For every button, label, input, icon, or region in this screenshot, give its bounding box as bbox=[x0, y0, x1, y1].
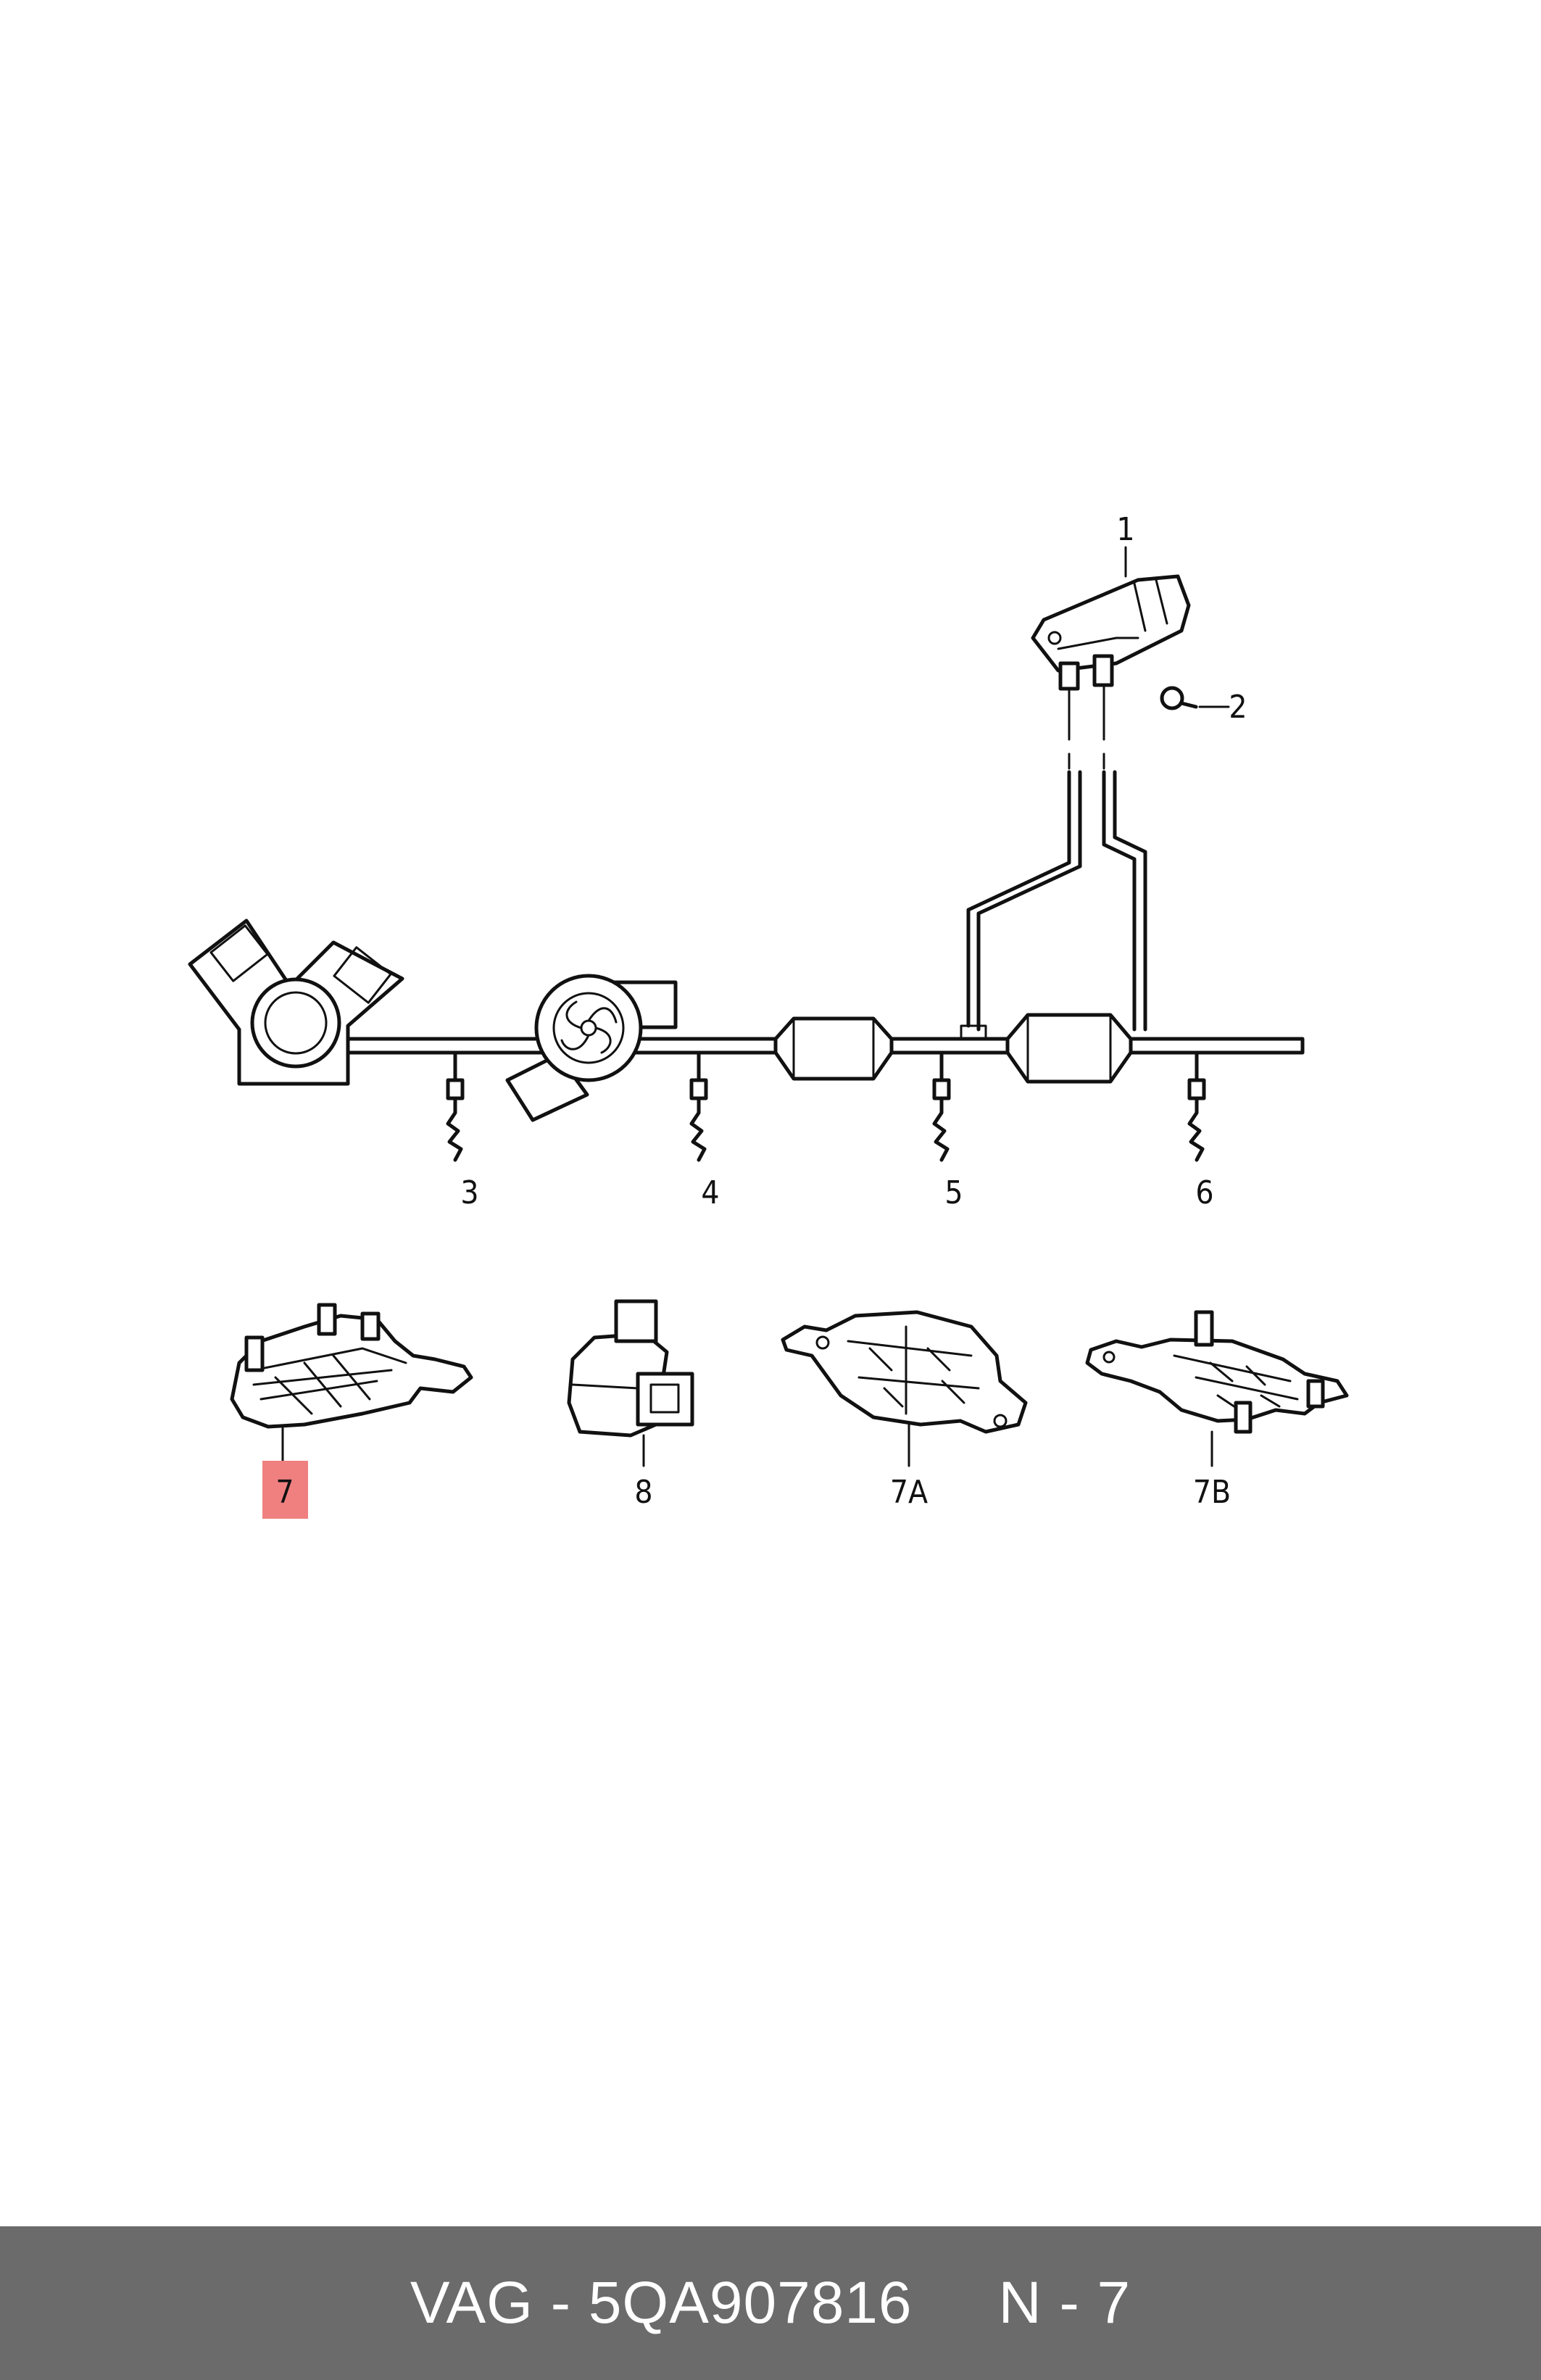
connector-8 bbox=[567, 1299, 694, 1467]
highlight-box-7 bbox=[262, 1461, 308, 1519]
catalytic-converter-front bbox=[773, 1016, 894, 1081]
sensor-tap-5 bbox=[932, 1050, 951, 1162]
pressure-lines bbox=[960, 684, 1147, 1040]
footer-position-ref: N - 7 bbox=[998, 2270, 1131, 2336]
callout-7a: 7A bbox=[890, 1474, 928, 1511]
callout-6: 6 bbox=[1195, 1174, 1213, 1211]
footer-part-number: 5QA907816 bbox=[588, 2270, 913, 2336]
pressure-sensor-1 bbox=[1031, 574, 1191, 691]
engine-illustration bbox=[188, 919, 404, 1086]
callout-5: 5 bbox=[944, 1174, 963, 1211]
bracket-7b bbox=[1085, 1310, 1349, 1467]
callout-3: 3 bbox=[460, 1174, 478, 1211]
turbocharger-illustration bbox=[505, 974, 678, 1122]
sensor-tap-4 bbox=[689, 1050, 708, 1162]
catalytic-converter-rear bbox=[1005, 1013, 1133, 1084]
sensor-tap-3 bbox=[446, 1050, 465, 1162]
footer-brand: VAG bbox=[410, 2270, 533, 2336]
bracket-7 bbox=[230, 1303, 473, 1462]
sensor-tap-6 bbox=[1187, 1050, 1206, 1162]
screw-2 bbox=[1160, 686, 1230, 710]
callout-7: 7 bbox=[275, 1474, 294, 1511]
footer-bar: VAG - 5QA907816 N - 7 bbox=[0, 2226, 1541, 2380]
callout-8: 8 bbox=[634, 1474, 652, 1511]
callout-2: 2 bbox=[1229, 689, 1247, 726]
callout-4: 4 bbox=[701, 1174, 719, 1211]
parts-diagram: 1 2 3 4 5 6 7 8 7A 7B bbox=[188, 511, 1349, 1519]
callout-1: 1 bbox=[1116, 511, 1134, 548]
footer-separator: - bbox=[533, 2270, 589, 2336]
callout-7b: 7B bbox=[1193, 1474, 1231, 1511]
footer-gap bbox=[913, 2269, 999, 2337]
bracket-7a bbox=[781, 1310, 1028, 1467]
